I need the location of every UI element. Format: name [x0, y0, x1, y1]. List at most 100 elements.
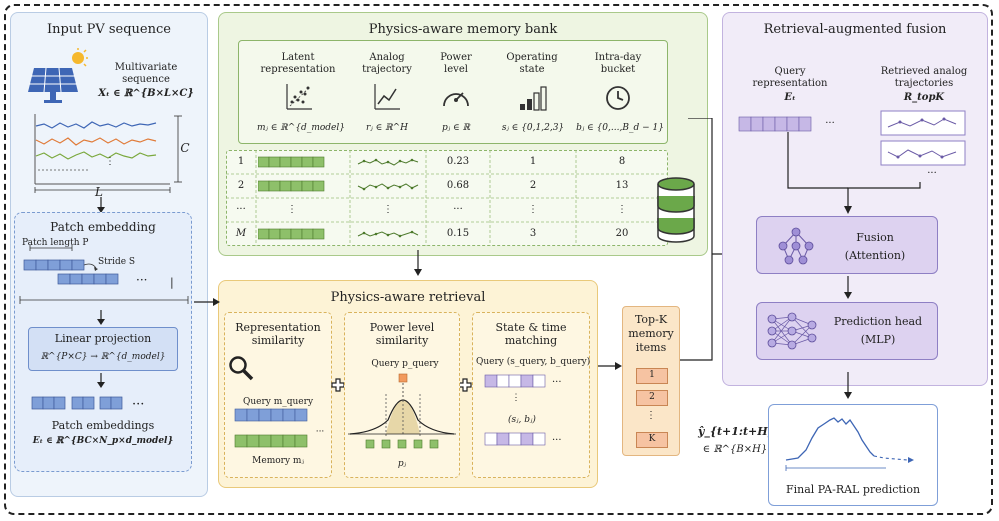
retrieval-title: Physics-aware retrieval [330, 290, 486, 305]
header-analog-line2: trajectory [362, 64, 412, 75]
latent-vector [258, 156, 325, 168]
clock-icon [606, 86, 630, 110]
table-cell-bucket: 8 [618, 156, 626, 167]
gaussian-similarity-plot [348, 373, 456, 449]
header-analog-line1: Analog [369, 52, 405, 63]
prediction-head-title: Prediction head [833, 315, 923, 328]
analog-trajectory [357, 183, 419, 191]
retrieved-trajectory [880, 140, 966, 166]
retrieved-line1: Retrieved analog [880, 66, 968, 77]
analog-trajectory [357, 230, 419, 238]
latent-vector [258, 228, 325, 240]
linear-projection-title: Linear projection [54, 332, 152, 345]
table-cell-power: 0.15 [446, 228, 470, 239]
arrows-to-fusion [787, 132, 921, 214]
topk-item-dots: ⋮ [646, 410, 656, 421]
rep-sim-title2: similarity [251, 334, 305, 347]
output-formula-domain: ∈ ℝ^{B×H} [702, 444, 768, 455]
multivariate-label: Multivariate [114, 62, 178, 73]
state-title: State & time [495, 321, 567, 334]
plus-icon [331, 378, 345, 392]
arrow-input-to-patch [97, 197, 105, 213]
final-prediction-box [768, 404, 938, 506]
header-state-line1: Operating [506, 52, 558, 63]
prediction-curve [785, 417, 914, 471]
analog-trajectory [357, 158, 419, 166]
patch-sequence-diagram: ··· | [19, 245, 189, 304]
fusion-title: Fusion [856, 231, 894, 244]
header-state-line2: state [519, 64, 545, 75]
table-cell-power: ··· [453, 204, 463, 215]
topk-item: 1 [636, 368, 668, 384]
table-row-index: ··· [236, 204, 246, 215]
header-latent-formula: mⱼ ∈ ℝ^{d_model} [257, 123, 345, 133]
multivariate-series-plot [34, 114, 182, 193]
table-cell-power: 0.68 [446, 180, 470, 191]
table-row-index: 2 [237, 180, 245, 191]
linear-projection-formula: ℝ^{P×C} → ℝ^{d_model} [40, 352, 166, 362]
state-dots: ⋮ [511, 393, 521, 403]
query-rep-ellipsis: ··· [825, 118, 835, 129]
memory-table-grid [226, 150, 668, 246]
topk-title1: Top-K [634, 313, 668, 326]
table-row-index: 1 [237, 156, 245, 167]
fusion-subtitle: (Attention) [844, 249, 906, 262]
retrieved-trajectory [880, 110, 966, 136]
plus-icon [458, 378, 472, 392]
solar-panel-icon [28, 48, 88, 103]
topk-item: K [636, 432, 668, 448]
header-bucket-line1: Intra-day [594, 52, 642, 63]
svg-text:···: ··· [132, 397, 144, 412]
database-icon [657, 177, 695, 243]
attention-network-icon [778, 227, 814, 265]
query-representation-vector [738, 116, 812, 132]
patch-embeddings-formula: Eₜ ∈ ℝ^{BC×N_p×d_model} [32, 436, 174, 446]
retrieved-formula: R_topK [903, 92, 945, 103]
scatter-icon [286, 84, 312, 110]
topk-item: 2 [636, 390, 668, 406]
query-sb-label: Query (s_query, b_query) [476, 357, 591, 367]
outer-frame [4, 4, 993, 515]
stride-label: Stride S [98, 257, 136, 267]
patch-embedding-title: Patch embedding [50, 220, 156, 234]
table-cell-bucket: ⋮ [617, 204, 627, 215]
header-power-formula: pⱼ ∈ ℝ [441, 123, 470, 133]
memory-m-label: Memory mⱼ [252, 456, 304, 466]
patch-embeddings-blocks: ··· [31, 396, 144, 412]
retrieved-ellipsis: ··· [927, 168, 937, 179]
table-cell-bucket: 13 [615, 180, 629, 191]
arrow-retrieval-to-topk [598, 362, 622, 370]
gauge-icon [443, 92, 469, 107]
fusion-attention-box [756, 216, 938, 274]
axis-l-label: L [95, 185, 103, 199]
trend-icon [374, 84, 400, 110]
signal-bars-icon [520, 86, 547, 111]
header-power-line2: level [444, 64, 468, 75]
arrow-head-to-output [844, 372, 852, 399]
arrow-patch-to-retrieval [194, 298, 220, 306]
axis-c-label: C [180, 141, 190, 155]
table-cell-state: 3 [529, 228, 537, 239]
memory-bank-header-box [238, 40, 668, 144]
patch-embeddings-title: Patch embeddings [51, 419, 155, 432]
magnifier-icon [229, 356, 254, 381]
prediction-head-subtitle: (MLP) [860, 333, 896, 346]
table-cell-bucket: 20 [615, 228, 629, 239]
latent-vector [258, 180, 325, 192]
memory-bank-title: Physics-aware memory bank [368, 22, 558, 37]
state-time-matching-box [472, 312, 590, 478]
series-dots: ⋮ [105, 156, 115, 167]
patch-length-label: Patch length P [22, 238, 89, 248]
header-power-line1: Power [440, 52, 472, 63]
rep-sim-title: Representation [235, 321, 321, 334]
table-cell-ellipsis: ⋮ [383, 204, 393, 215]
topk-title3: items [635, 341, 667, 354]
query-state-vector: ··· [484, 374, 562, 388]
power-sim-title: Power level [369, 321, 435, 334]
table-cell-state: 1 [529, 156, 537, 167]
table-cell-state: 2 [529, 180, 537, 191]
arrow-linear-to-embeddings [97, 373, 105, 388]
arrow-patch-to-linear [97, 310, 105, 325]
query-rep-line1: Query [774, 66, 806, 77]
input-pv-title: Input PV sequence [47, 22, 171, 37]
